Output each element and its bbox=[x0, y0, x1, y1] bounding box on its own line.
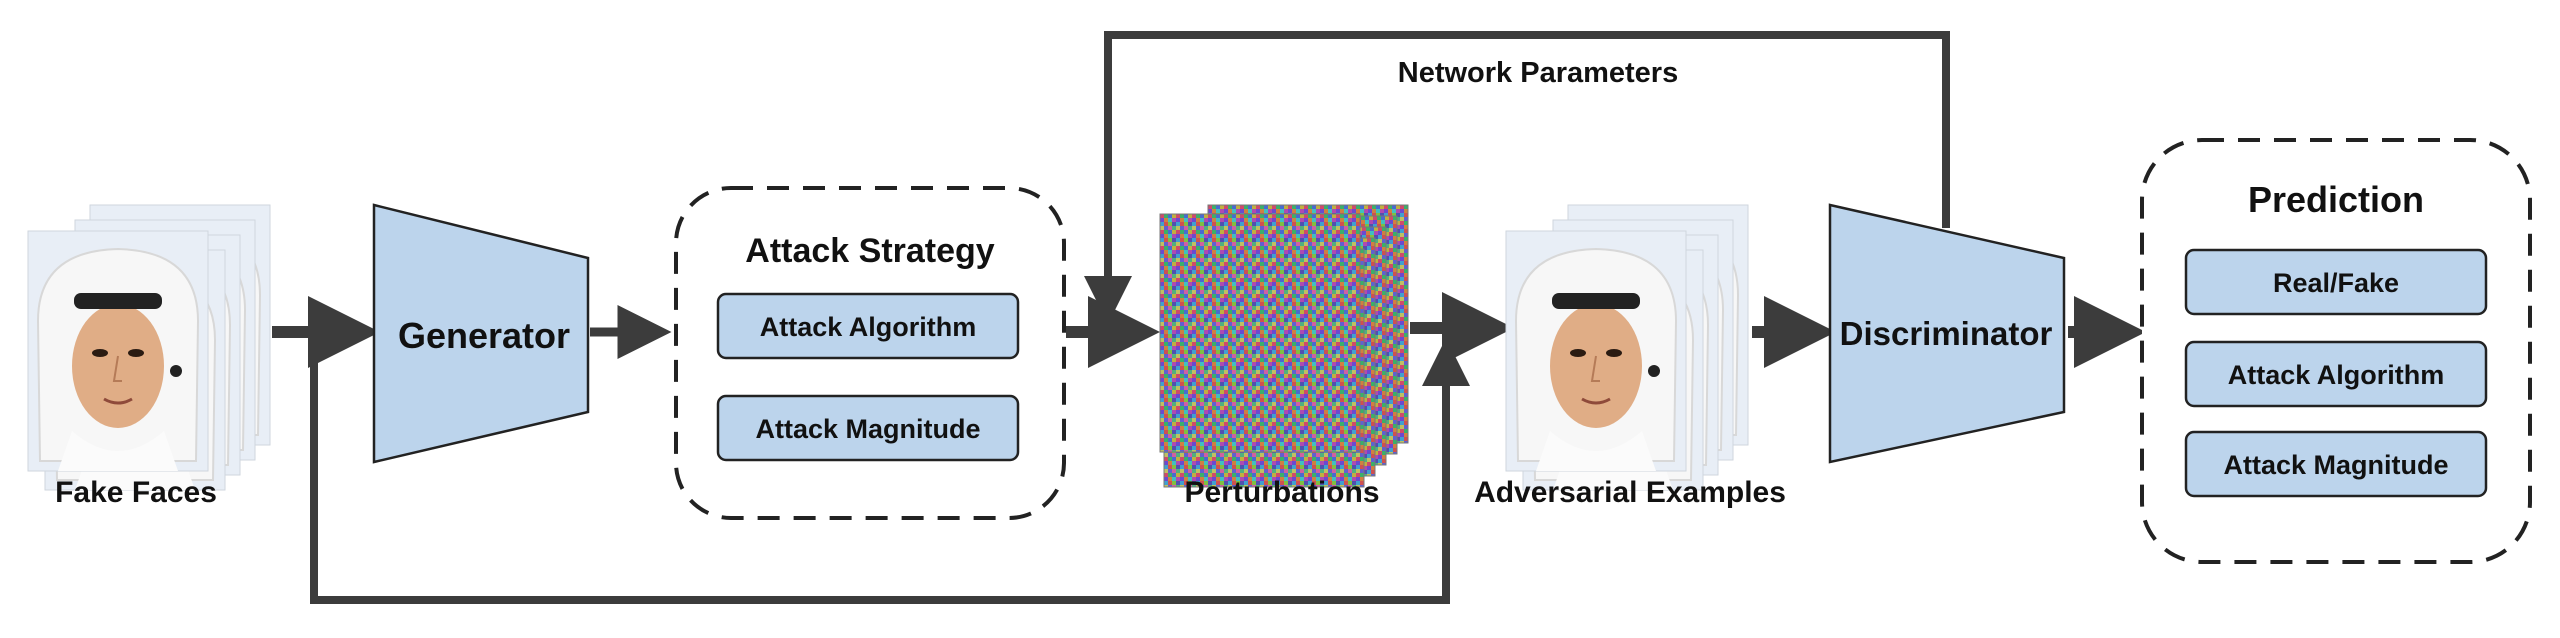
network-parameters-label: Network Parameters bbox=[1398, 57, 1678, 89]
prediction-item-box bbox=[2184, 340, 2488, 408]
fake-faces-label: Fake Faces bbox=[55, 476, 217, 509]
fake-faces-image-stack bbox=[26, 203, 272, 492]
attack-strategy-item-box bbox=[716, 394, 1020, 462]
prediction-item-box bbox=[2184, 430, 2488, 498]
generator-label: Generator bbox=[398, 315, 570, 356]
skip-connection-arrow bbox=[310, 332, 1470, 604]
attack-strategy-item-algorithm: Attack Algorithm bbox=[760, 312, 977, 342]
perturbations-noise-stack bbox=[1159, 204, 1409, 488]
attack-strategy-title: Attack Strategy bbox=[745, 232, 995, 270]
discriminator-block bbox=[1828, 203, 2066, 464]
generator-block bbox=[372, 203, 590, 464]
perturbations-label: Perturbations bbox=[1184, 476, 1379, 509]
network-parameters-feedback-arrow bbox=[1084, 31, 1950, 324]
attack-strategy-item-box bbox=[716, 292, 1020, 360]
discriminator-label: Discriminator bbox=[1840, 315, 2053, 352]
adversarial-examples-image-stack bbox=[1504, 203, 1750, 492]
prediction-item-real-fake: Real/Fake bbox=[2273, 268, 2399, 298]
prediction-item-attack-algorithm: Attack Algorithm bbox=[2228, 360, 2445, 390]
attack-strategy-item-magnitude: Attack Magnitude bbox=[755, 414, 980, 444]
prediction-item-box bbox=[2184, 248, 2488, 316]
adversarial-examples-label: Adversarial Examples bbox=[1474, 476, 1786, 509]
prediction-item-attack-magnitude: Attack Magnitude bbox=[2223, 450, 2448, 480]
prediction-title: Prediction bbox=[2248, 179, 2424, 220]
